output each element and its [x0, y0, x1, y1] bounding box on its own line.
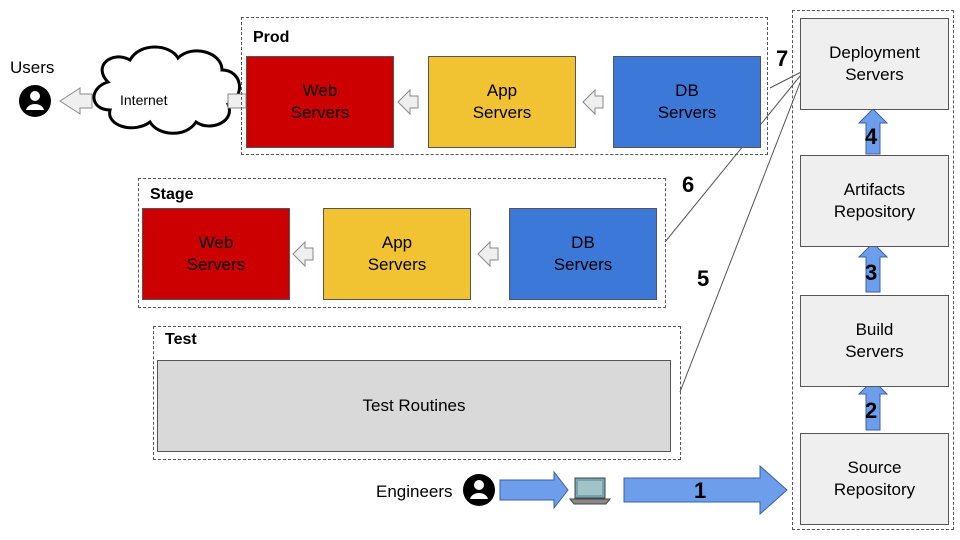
- pipeline-column: [792, 10, 954, 530]
- stage-web-servers[interactable]: Web Servers: [142, 208, 290, 300]
- build-servers[interactable]: Build Servers: [800, 295, 949, 387]
- step-6-label: 6: [682, 172, 695, 197]
- engineers-icon: [463, 474, 495, 506]
- deploy-to-test-line: [679, 69, 806, 393]
- test-label: Test: [165, 331, 197, 348]
- prod-db-to-app-arrow: [582, 88, 604, 116]
- step-1-label: 1: [694, 478, 707, 503]
- internet-cloud-icon: [92, 45, 241, 135]
- step-4-label: 4: [865, 124, 878, 149]
- users-icon: [19, 85, 51, 117]
- artifacts-repository[interactable]: Artifacts Repository: [800, 155, 949, 247]
- internet-label: Internet: [120, 92, 168, 108]
- prod-app-servers[interactable]: App Servers: [428, 56, 576, 148]
- step-2-label: 2: [865, 398, 878, 423]
- internet-to-users-arrow-shape: [59, 87, 93, 115]
- prod-environment: [241, 17, 768, 155]
- stage-app-to-web-arrow: [292, 240, 314, 268]
- users-label: Users: [10, 58, 55, 77]
- test-environment: [153, 326, 681, 460]
- stage-db-servers[interactable]: DB Servers: [509, 208, 657, 300]
- prod-web-servers[interactable]: Web Servers: [246, 56, 394, 148]
- deployment-servers[interactable]: Deployment Servers: [800, 18, 949, 110]
- source-repository[interactable]: Source Repository: [800, 433, 949, 525]
- prod-label: Prod: [253, 29, 290, 46]
- deploy-to-stage-line: [664, 69, 806, 243]
- prod-app-to-web-arrow: [397, 88, 419, 116]
- build-to-artifacts-arrow: [857, 242, 889, 293]
- engineers-to-laptop-arrow: [499, 470, 569, 510]
- laptop-icon: [568, 477, 612, 505]
- prod-db-servers[interactable]: DB Servers: [613, 56, 761, 148]
- step-3-label: 3: [865, 260, 878, 285]
- step-5-label: 5: [697, 266, 710, 291]
- engineers-label: Engineers: [376, 482, 453, 501]
- artifacts-to-deploy-arrow: [857, 108, 889, 155]
- laptop-to-source-arrow: [623, 464, 788, 516]
- stage-app-servers[interactable]: App Servers: [323, 208, 471, 300]
- test-routines[interactable]: Test Routines: [157, 360, 671, 452]
- stage-label: Stage: [150, 186, 194, 203]
- stage-db-to-app-arrow: [477, 240, 499, 268]
- source-to-build-arrow: [857, 379, 889, 431]
- deploy-to-prod-line: [769, 69, 806, 89]
- stage-environment: [138, 178, 666, 308]
- step-7-label: 7: [776, 46, 789, 71]
